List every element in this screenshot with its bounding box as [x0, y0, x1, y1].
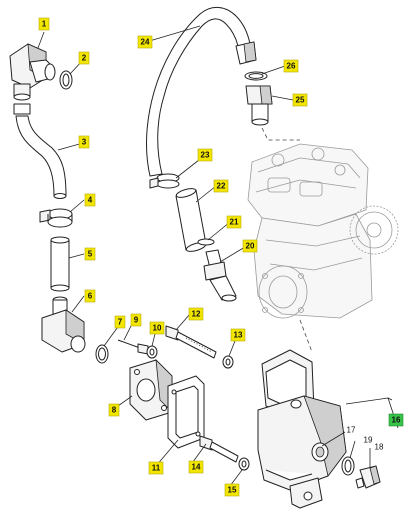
label-18: 18 — [375, 443, 384, 452]
svg-text:26: 26 — [287, 62, 296, 71]
callout-20: 20 — [242, 239, 258, 253]
callout-25: 25 — [292, 93, 308, 107]
svg-text:8: 8 — [112, 406, 117, 415]
callout-16: 16 — [388, 413, 404, 427]
svg-text:6: 6 — [88, 292, 93, 301]
part-1-elbow-fitting — [9, 43, 56, 101]
label-17: 17 — [347, 426, 356, 435]
part-9-screw — [117, 339, 149, 355]
callout-11: 11 — [148, 461, 164, 475]
callout-12: 12 — [188, 307, 204, 321]
part-17-housing — [257, 349, 347, 509]
svg-text:22: 22 — [217, 182, 226, 191]
svg-text:3: 3 — [82, 138, 87, 147]
part-22-hose-segment — [175, 188, 207, 252]
svg-text:5: 5 — [88, 250, 93, 259]
svg-text:9: 9 — [134, 316, 139, 325]
part-21-o-ring — [197, 238, 215, 246]
svg-text:12: 12 — [192, 310, 201, 319]
part-20-connector — [203, 249, 237, 302]
part-23-hose-clamp — [149, 173, 180, 189]
svg-text:24: 24 — [141, 38, 150, 47]
part-4-tube-clamp — [39, 208, 73, 228]
callout-6: 6 — [84, 289, 96, 303]
svg-text:21: 21 — [230, 218, 239, 227]
part-13-washer — [222, 355, 234, 369]
callout-15: 15 — [224, 483, 240, 497]
callout-13: 13 — [230, 328, 246, 342]
part-11-gasket — [167, 375, 205, 449]
part-6-elbow-fitting — [41, 296, 86, 353]
part-15-washer — [238, 457, 250, 471]
svg-text:10: 10 — [153, 324, 162, 333]
callout-9: 9 — [130, 313, 142, 327]
callout-24: 24 — [137, 35, 153, 49]
callout-23: 23 — [197, 148, 213, 162]
svg-text:13: 13 — [234, 331, 243, 340]
callout-8: 8 — [108, 403, 120, 417]
svg-text:2: 2 — [82, 54, 87, 63]
callout-14: 14 — [188, 460, 204, 474]
svg-text:7: 7 — [118, 318, 123, 327]
callout-2: 2 — [78, 51, 90, 65]
svg-text:15: 15 — [228, 486, 237, 495]
part-10-washer — [146, 345, 158, 359]
svg-text:1: 1 — [42, 20, 47, 29]
svg-text:14: 14 — [192, 463, 201, 472]
part-5-hose-segment — [50, 236, 70, 292]
part-26-sealing-ring — [244, 71, 268, 81]
part-12-bolt — [165, 325, 217, 359]
callout-3: 3 — [78, 135, 90, 149]
svg-text:16: 16 — [392, 416, 401, 425]
callout-22: 22 — [213, 179, 229, 193]
svg-text:25: 25 — [296, 96, 305, 105]
callout-7: 7 — [114, 315, 126, 329]
svg-text:11: 11 — [152, 464, 161, 473]
part-18-plug — [355, 465, 381, 489]
callout-5: 5 — [84, 247, 96, 261]
callout-10: 10 — [149, 321, 165, 335]
part-19-seal-ring — [341, 456, 355, 476]
part-8-flange — [129, 358, 173, 421]
svg-text:23: 23 — [201, 151, 210, 160]
part-14-bolt — [199, 435, 239, 463]
callout-4: 4 — [84, 193, 96, 207]
svg-text:20: 20 — [246, 242, 255, 251]
part-2-sealing-ring — [59, 70, 73, 90]
callout-1: 1 — [38, 17, 50, 31]
svg-text:4: 4 — [88, 196, 93, 205]
part-7-o-ring — [95, 344, 109, 364]
callout-26: 26 — [283, 59, 299, 73]
part-3-bent-tube — [13, 103, 67, 199]
label-19: 19 — [364, 436, 373, 445]
callout-21: 21 — [226, 215, 242, 229]
part-25-union-fitting — [245, 85, 300, 141]
part-24-bent-pipe — [146, 7, 257, 177]
air-compressor-ghost — [247, 143, 399, 353]
